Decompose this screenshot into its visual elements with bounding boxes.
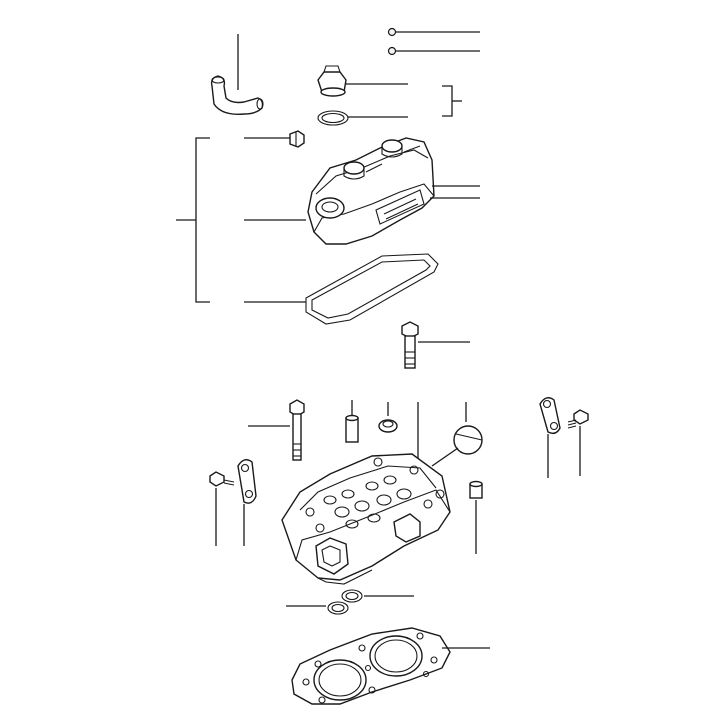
nut-2	[387, 46, 480, 56]
breather-hose	[210, 34, 264, 115]
manifold-ring-2	[341, 589, 414, 603]
expansion-plug	[431, 402, 483, 467]
nut-1	[387, 27, 480, 37]
head-gasket	[291, 627, 490, 705]
hose-nipple	[244, 130, 305, 148]
lifting-eye-right	[539, 397, 561, 478]
cover-gasket	[244, 253, 439, 325]
lifting-eye-left	[237, 459, 257, 546]
oil-filler-cap	[317, 65, 408, 97]
cover-group-bracket	[176, 137, 210, 303]
lifting-eye-bolt-right	[567, 409, 589, 476]
lifting-eye-bolt-left	[209, 471, 235, 546]
cylinder-head	[281, 453, 451, 585]
valve-cover	[244, 137, 480, 245]
cover-bolt	[401, 321, 470, 369]
cap-bracket	[442, 85, 462, 117]
manifold-ring-1	[286, 601, 349, 615]
valve-stem-seal	[378, 402, 398, 433]
dowel-sleeve	[345, 400, 359, 443]
head-bolt	[248, 399, 305, 461]
head-plug	[469, 480, 483, 554]
cap-o-ring	[317, 110, 408, 126]
